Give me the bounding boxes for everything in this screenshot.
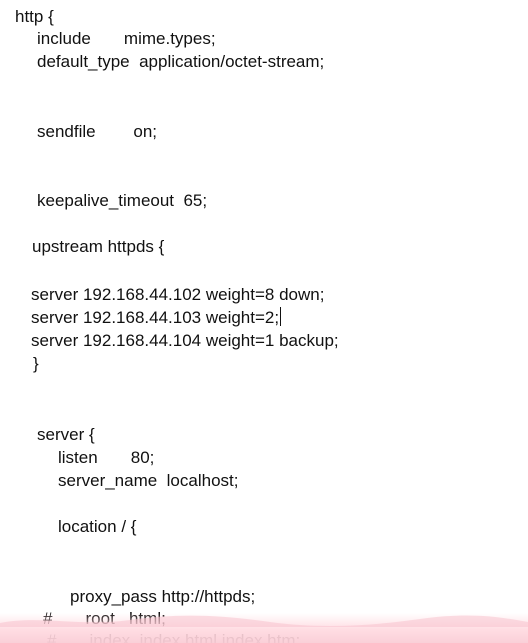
code-line-server-block: server {: [37, 425, 95, 444]
code-line-keepalive: keepalive_timeout 65;: [37, 191, 208, 210]
text-cursor: [280, 307, 282, 326]
code-line-upstream-close: }: [33, 354, 39, 373]
code-line-server-104: server 192.168.44.104 weight=1 backup;: [31, 331, 339, 350]
code-line-location: location / {: [58, 517, 137, 536]
code-line-upstream: upstream httpds {: [32, 237, 165, 256]
code-line-sendfile: sendfile on;: [37, 122, 158, 141]
code-line-server-103: server 192.168.44.103 weight=2;: [31, 307, 282, 329]
code-line-http: http {: [15, 7, 54, 26]
code-line-index-comment: # index index.html index.htm;: [47, 631, 301, 643]
code-line-listen: listen 80;: [58, 448, 155, 467]
code-line-include: include mime.types;: [37, 29, 216, 48]
code-line-server-name: server_name localhost;: [58, 471, 239, 490]
code-line-server-102: server 192.168.44.102 weight=8 down;: [31, 285, 325, 304]
code-line-proxy-pass: proxy_pass http://httpds;: [70, 587, 256, 606]
code-line-default-type: default_type application/octet-stream;: [37, 52, 325, 71]
code-line-root-comment: # root html;: [43, 609, 166, 628]
code-line-server-103-text: server 192.168.44.103 weight=2;: [31, 308, 280, 327]
